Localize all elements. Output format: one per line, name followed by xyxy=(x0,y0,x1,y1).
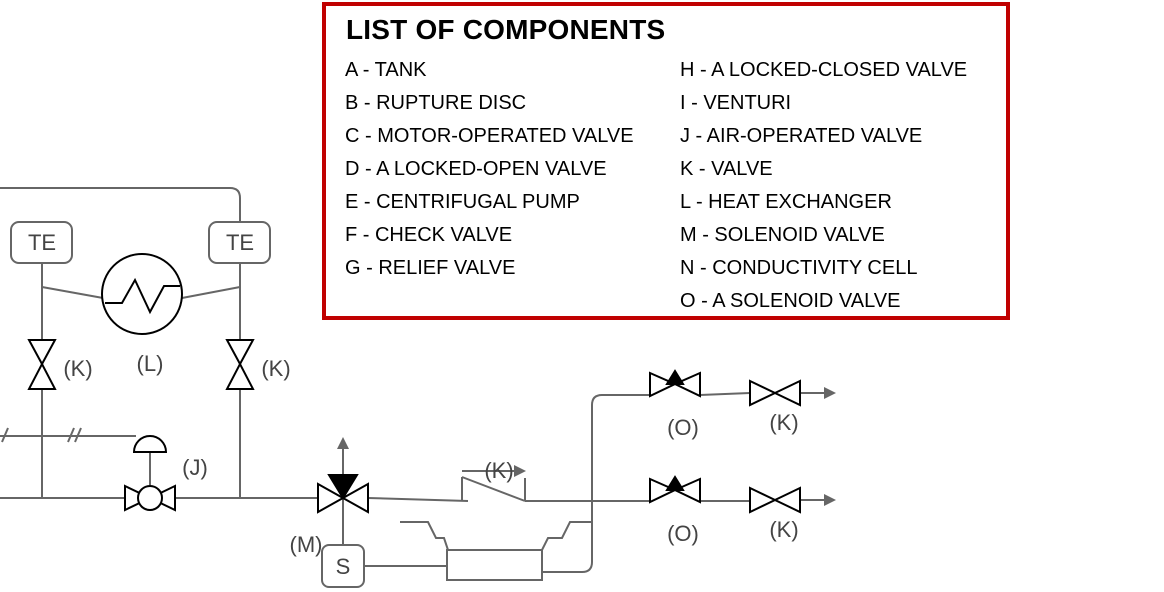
legend-item: N - CONDUCTIVITY CELL xyxy=(680,257,918,279)
legend-item: D - A LOCKED-OPEN VALVE xyxy=(345,158,607,180)
label-o-bottom: (O) xyxy=(667,521,699,546)
legend-item: M - SOLENOID VALVE xyxy=(680,224,885,246)
label-l: (L) xyxy=(137,351,164,376)
legend-item: C - MOTOR-OPERATED VALVE xyxy=(345,125,634,147)
te-right-label: TE xyxy=(226,230,254,255)
legend-right-column: H - A LOCKED-CLOSED VALVE I - VENTURI J … xyxy=(680,54,967,318)
label-j: (J) xyxy=(182,455,208,480)
valve-k-top-outlet-icon xyxy=(749,379,801,407)
label-k-check: (K) xyxy=(484,458,513,483)
legend-item: B - RUPTURE DISC xyxy=(345,92,527,114)
hx-left-line xyxy=(41,286,104,299)
label-k-left: (K) xyxy=(63,356,92,381)
heat-exchanger-icon xyxy=(101,253,183,335)
valve-k-bottom-outlet-icon xyxy=(749,486,801,514)
legend-left-column: A - TANK B - RUPTURE DISC C - MOTOR-OPER… xyxy=(345,54,634,285)
te-right-box xyxy=(208,221,271,264)
label-k-right: (K) xyxy=(261,356,290,381)
check-valve xyxy=(461,476,526,502)
air-operated-valve-icon xyxy=(124,435,176,512)
solenoid-box xyxy=(321,544,365,588)
te-left-box xyxy=(10,221,73,264)
top-loop-line xyxy=(0,187,241,222)
legend-item: I - VENTURI xyxy=(680,92,792,114)
legend-title: LIST OF COMPONENTS xyxy=(346,14,666,45)
hx-right-line xyxy=(181,286,241,299)
valve-k-right-icon xyxy=(225,339,255,390)
legend-item: G - RELIEF VALVE xyxy=(345,257,516,279)
label-k-top-outlet: (K) xyxy=(769,410,798,435)
label-o-top: (O) xyxy=(667,415,699,440)
valve-k-left-icon xyxy=(27,339,57,390)
legend-item: F - CHECK VALVE xyxy=(345,224,513,246)
legend-item: K - VALVE xyxy=(680,158,773,180)
venturi xyxy=(400,521,592,551)
legend-item: O - A SOLENOID VALVE xyxy=(680,290,901,312)
label-m: (M) xyxy=(290,532,323,557)
solenoid-valve-m-icon xyxy=(317,474,369,514)
solenoid-letter: S xyxy=(336,554,351,579)
legend-item: H - A LOCKED-CLOSED VALVE xyxy=(680,59,968,81)
solenoid-valve-o-bottom-icon xyxy=(649,475,701,504)
label-k-bottom-outlet: (K) xyxy=(769,517,798,542)
main-line-3 xyxy=(367,497,469,502)
te-left-label: TE xyxy=(28,230,56,255)
legend-item: J - AIR-OPERATED VALVE xyxy=(680,125,923,147)
legend-item: E - CENTRIFUGAL PUMP xyxy=(345,191,580,213)
legend-item: A - TANK xyxy=(345,59,427,81)
legend-item: L - HEAT EXCHANGER xyxy=(680,191,892,213)
solenoid-valve-o-top-icon xyxy=(649,369,701,398)
components-legend: LIST OF COMPONENTS A - TANK B - RUPTURE … xyxy=(322,2,1010,320)
